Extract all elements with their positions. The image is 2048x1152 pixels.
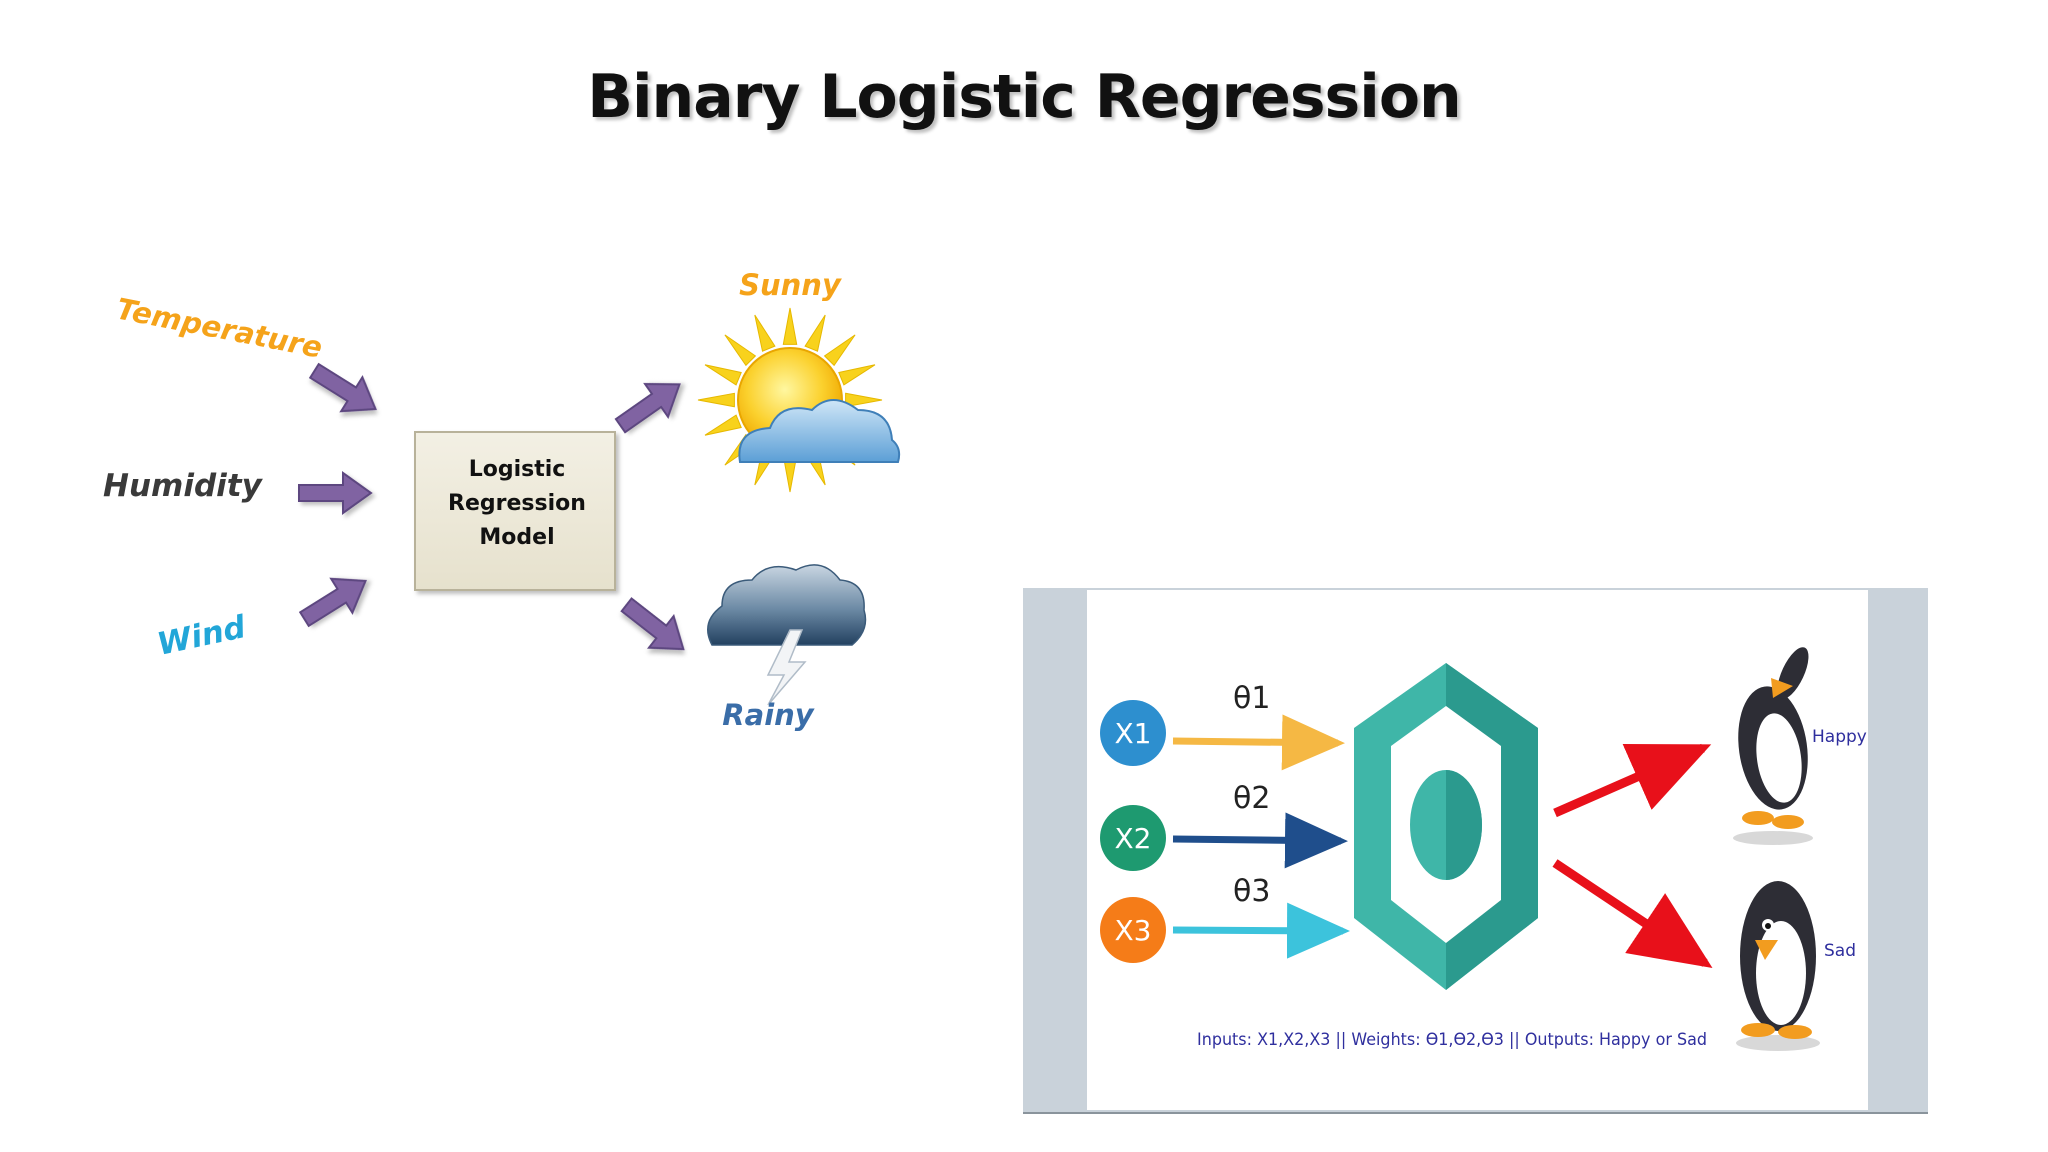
figure-caption: Inputs: X1,X2,X3 || Weights: ϴ1,ϴ2,ϴ3 ||…: [1197, 1030, 1707, 1050]
svg-text:X3: X3: [1115, 914, 1152, 947]
sun-ray: [754, 314, 776, 352]
svg-text:X1: X1: [1115, 717, 1152, 750]
weight-label-theta2: θ2: [1233, 781, 1270, 816]
arrow-model-to-rainy: [620, 597, 685, 651]
input-label-humidity: Humidity: [103, 468, 264, 504]
sun-ray: [697, 392, 735, 408]
sun-ray: [782, 307, 798, 345]
arrow-x2-weight: [1172, 812, 1348, 869]
sunny-weather-icon: [697, 307, 901, 493]
output-label-sad: Sad: [1824, 941, 1856, 961]
penguin-regression-figure: X1 X2 X3 θ1 θ2 θ3 Happy: [1023, 588, 1928, 1114]
sun-ray: [823, 334, 856, 367]
arrow-to-sad: [1552, 859, 1713, 968]
model-label-line-1: Logistic: [469, 457, 566, 482]
rainy-weather-icon: [707, 564, 867, 706]
svg-text:X2: X2: [1115, 822, 1152, 855]
output-label-rainy: Rainy: [722, 698, 814, 732]
model-label-line-3: Model: [479, 525, 554, 550]
arrow-x1-weight: [1172, 714, 1345, 771]
slide-title: Binary Logistic Regression: [587, 62, 1462, 132]
input-node-x2: X2: [1100, 805, 1166, 871]
sun-ray: [845, 392, 883, 408]
weight-label-theta1: θ1: [1233, 681, 1270, 716]
input-node-x1: X1: [1100, 700, 1166, 766]
model-label-line-2: Regression: [448, 491, 586, 516]
sun-ray: [704, 364, 742, 386]
sun-ray: [838, 364, 876, 386]
logistic-regression-model-box: Logistic Regression Model: [414, 431, 616, 591]
arrow-humidity-to-model: [298, 471, 373, 515]
arrow-wind-to-model: [298, 577, 367, 628]
input-label-wind: Wind: [154, 609, 249, 663]
arrow-to-happy: [1553, 743, 1712, 818]
weight-label-theta3: θ3: [1233, 874, 1270, 909]
sad-penguin-icon: [1736, 881, 1820, 1051]
sun-ray: [704, 414, 742, 436]
arrow-x3-weight: [1172, 902, 1350, 959]
sun-ray: [804, 314, 826, 352]
output-label-sunny: Sunny: [739, 268, 842, 302]
arrow-model-to-sunny: [614, 383, 681, 434]
sun-ray: [724, 334, 757, 367]
happy-penguin-icon: [1733, 647, 1813, 845]
input-node-x3: X3: [1100, 897, 1166, 963]
output-label-happy: Happy: [1812, 727, 1867, 747]
arrow-temperature-to-model: [308, 362, 377, 413]
input-label-temperature: Temperature: [114, 291, 325, 364]
weather-regression-diagram: Temperature Humidity Wind Logistic Regre…: [103, 268, 901, 732]
sigmoid-hexagon-node: [1354, 663, 1538, 990]
